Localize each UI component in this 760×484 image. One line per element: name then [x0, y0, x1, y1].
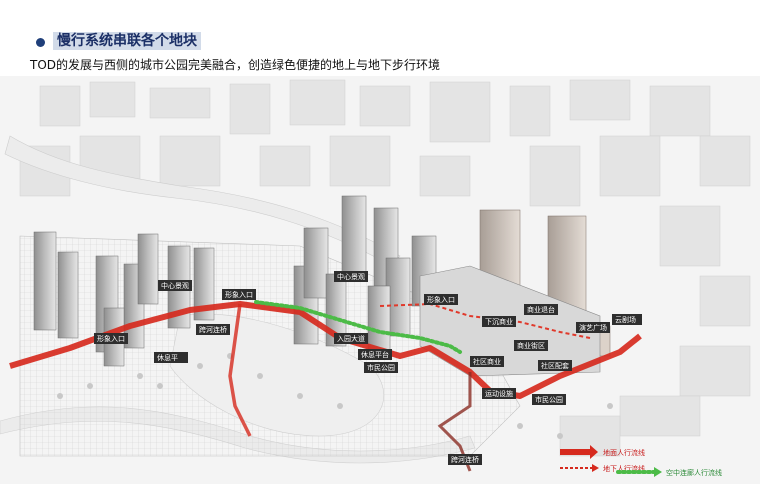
svg-text:地下人行流线: 地下人行流线 — [603, 464, 645, 473]
masterplan-axonometric-map: 形象入口 休息平 跨河连桥 中心景观 形象入口 中心景观 形象入口 入园大道 休… — [0, 76, 760, 484]
svg-text:商业退台: 商业退台 — [527, 305, 555, 314]
legend-underground: 地下人行流线 — [560, 464, 645, 473]
svg-text:地面人行流线: 地面人行流线 — [603, 448, 645, 457]
label-kuahe-2: 跨河连桥 — [448, 454, 482, 465]
svg-text:形象入口: 形象入口 — [427, 295, 455, 304]
label-zhongxin-2: 中心景观 — [334, 271, 368, 282]
svg-text:商业街区: 商业街区 — [517, 341, 545, 350]
svg-text:休息平: 休息平 — [157, 353, 178, 362]
label-kuahe-1: 跨河连桥 — [196, 324, 230, 335]
legend-aerial: 空中连廊人行流线 — [616, 467, 722, 477]
svg-text:休息平台: 休息平台 — [361, 350, 389, 359]
ground-pedestrian-route — [9, 301, 642, 399]
legend: 地面人行流线 地下人行流线 空中连廊人行流线 — [560, 445, 722, 477]
label-shimin-2: 市民公园 — [532, 394, 566, 405]
svg-text:跨河连桥: 跨河连桥 — [451, 455, 479, 464]
svg-text:入园大道: 入园大道 — [337, 334, 365, 343]
svg-text:形象入口: 形象入口 — [225, 290, 253, 299]
svg-text:中心景观: 中心景观 — [161, 281, 189, 290]
label-xingxiang-2: 形象入口 — [222, 289, 256, 300]
svg-text:社区配套: 社区配套 — [541, 361, 569, 370]
label-xiuxian-2: 休息平台 — [358, 349, 392, 360]
label-shequ-2: 社区配套 — [538, 360, 572, 371]
label-zhongxin-1: 中心景观 — [158, 280, 192, 291]
legend-ground: 地面人行流线 — [560, 445, 645, 459]
trees — [57, 353, 613, 439]
svg-text:市民公园: 市民公园 — [535, 395, 563, 404]
ground-route-branch — [228, 303, 252, 437]
label-yundong: 运动设施 — [482, 388, 516, 399]
svg-text:下沉商业: 下沉商业 — [485, 317, 513, 326]
label-shequ-1: 社区商业 — [470, 356, 504, 367]
label-xiuxian-1: 休息平 — [154, 352, 188, 363]
label-yanyi: 演艺广场 — [576, 322, 610, 333]
page-subtitle: TOD的发展与西侧的城市公园完美融合，创造绿色便捷的地上与地下步行环境 — [30, 58, 441, 72]
svg-text:市民公园: 市民公园 — [367, 363, 395, 372]
svg-text:跨河连桥: 跨河连桥 — [199, 325, 227, 334]
svg-text:运动设施: 运动设施 — [485, 389, 513, 398]
svg-text:中心景观: 中心景观 — [337, 272, 365, 281]
title-bullet-icon — [36, 38, 45, 47]
label-shangye-1: 商业退台 — [524, 304, 558, 315]
aerial-walkway-route — [254, 300, 462, 354]
page-title: 慢行系统串联各个地块 — [53, 32, 201, 50]
label-xingxiang-1: 形象入口 — [94, 333, 128, 344]
label-shimin-1: 市民公园 — [364, 362, 398, 373]
city-park — [169, 313, 385, 437]
label-huanjing: 入园大道 — [334, 333, 368, 344]
svg-text:演艺广场: 演艺广场 — [579, 323, 607, 332]
label-xingxiang-3: 形象入口 — [424, 294, 458, 305]
label-yunju: 云剧场 — [612, 314, 642, 325]
place-labels: 形象入口 休息平 跨河连桥 中心景观 形象入口 中心景观 形象入口 入园大道 休… — [94, 271, 642, 465]
header: 慢行系统串联各个地块 TOD的发展与西侧的城市公园完美融合，创造绿色便捷的地上与… — [0, 0, 760, 80]
label-xiachen: 下沉商业 — [482, 316, 516, 327]
svg-text:云剧场: 云剧场 — [615, 315, 636, 324]
svg-text:形象入口: 形象入口 — [97, 334, 125, 343]
svg-text:社区商业: 社区商业 — [473, 357, 501, 366]
label-shangye-2: 商业街区 — [514, 340, 548, 351]
svg-text:空中连廊人行流线: 空中连廊人行流线 — [666, 468, 722, 477]
